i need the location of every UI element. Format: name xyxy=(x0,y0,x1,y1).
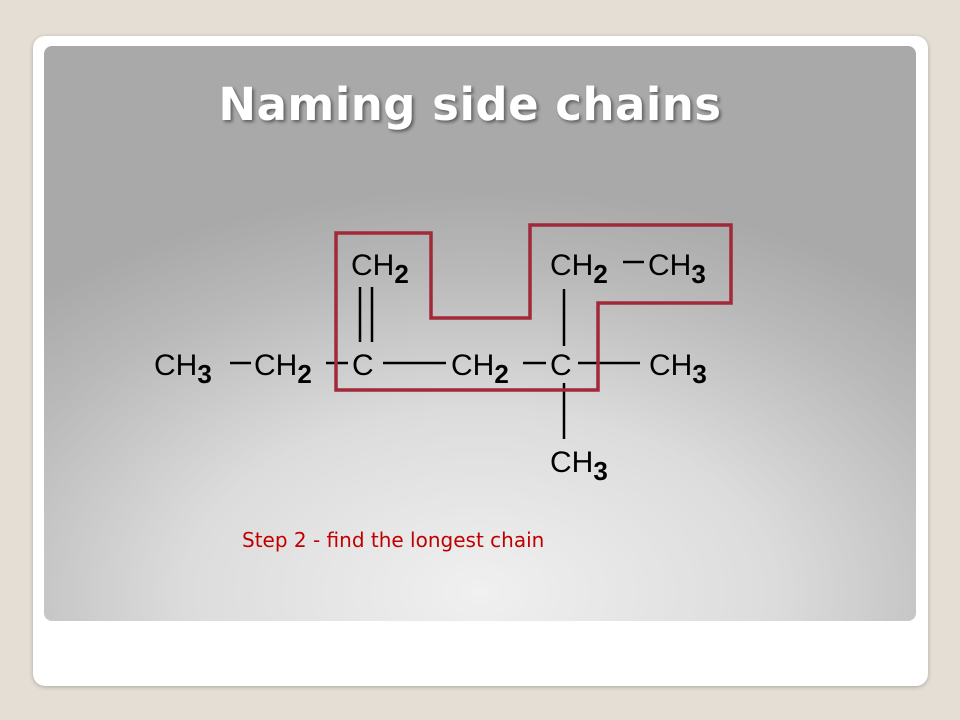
group-ch2-top-right: CH2 xyxy=(550,249,608,289)
group-ch3-1: CH3 xyxy=(154,349,212,389)
group-ch2-2: CH2 xyxy=(254,349,312,389)
group-c-5: C xyxy=(550,349,572,382)
step-caption: Step 2 - find the longest chain xyxy=(242,528,545,552)
slide-content-panel xyxy=(44,46,916,621)
group-ch2-4: CH2 xyxy=(451,349,509,389)
group-ch2-top-left: CH2 xyxy=(351,249,409,289)
longest-chain-outline xyxy=(334,223,733,392)
bonds xyxy=(230,260,644,439)
group-ch3-top-right: CH3 xyxy=(648,249,706,289)
group-ch3-6: CH3 xyxy=(649,349,707,389)
group-ch3-bottom: CH3 xyxy=(550,446,608,486)
group-c-3: C xyxy=(352,349,374,382)
slide-title: Naming side chains xyxy=(218,78,722,131)
